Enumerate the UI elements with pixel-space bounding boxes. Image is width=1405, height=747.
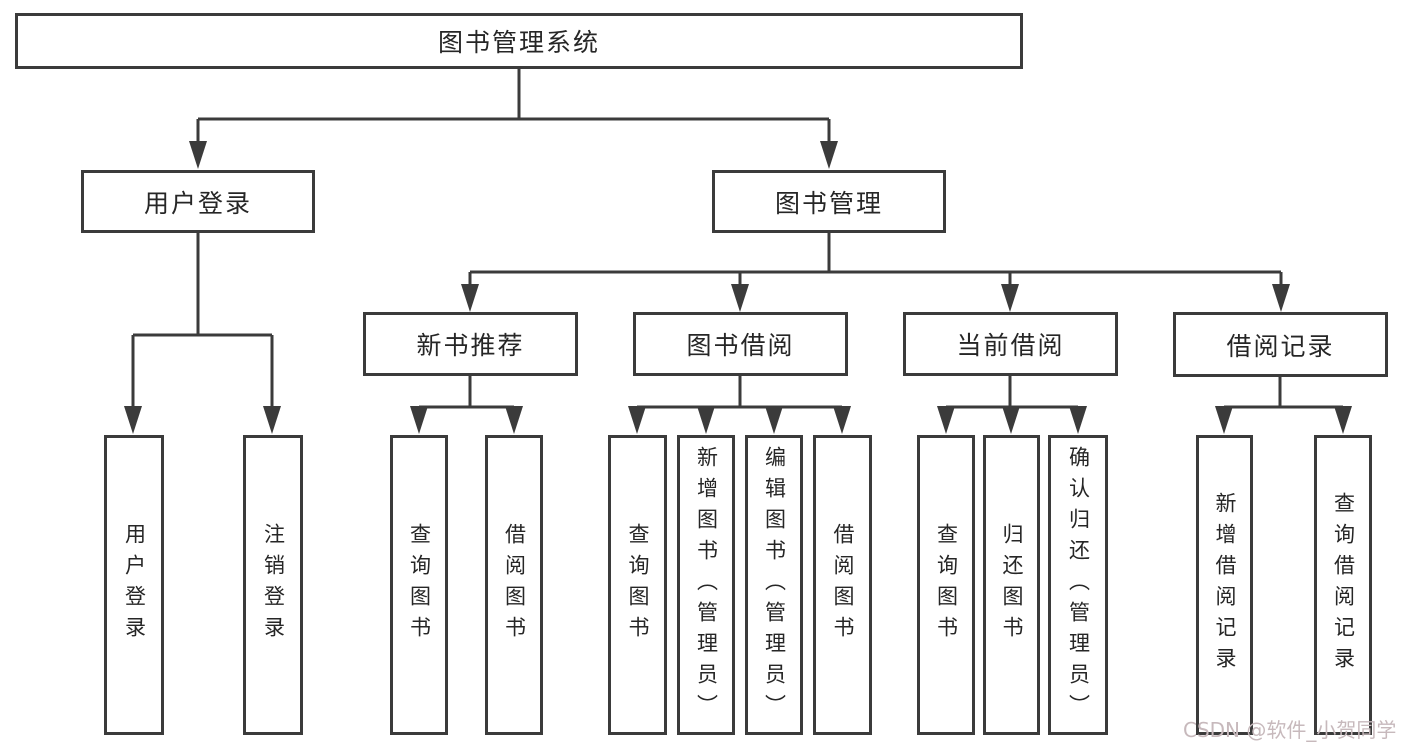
node-borrow-record: 借阅记录 [1173, 312, 1388, 377]
node-current-borrow: 当前借阅 [903, 312, 1118, 376]
arrowhead-down-icon [697, 406, 715, 434]
leaf-query-book-2: 查询图书 [608, 435, 667, 735]
leaf-user-login: 用户登录 [104, 435, 164, 735]
leaf-edit-book-admin: 编辑图书（管理员） [745, 435, 803, 735]
leaf-query-borrow-record: 查询借阅记录 [1314, 435, 1372, 735]
arrowhead-down-icon [1002, 406, 1020, 434]
leaf-borrow-book-1: 借阅图书 [485, 435, 543, 735]
arrowhead-down-icon [505, 406, 523, 434]
arrowhead-down-icon [1069, 406, 1087, 434]
arrowhead-down-icon [628, 406, 646, 434]
node-book-borrow: 图书借阅 [633, 312, 848, 376]
arrowhead-down-icon [1001, 284, 1019, 312]
arrowhead-down-icon [263, 406, 281, 434]
leaf-return-book: 归还图书 [983, 435, 1040, 735]
arrowhead-down-icon [124, 406, 142, 434]
arrowhead-down-icon [1334, 406, 1352, 434]
arrowhead-down-icon [833, 406, 851, 434]
csdn-watermark: CSDN @软件_小贺同学 [1183, 718, 1397, 742]
leaf-add-borrow-record: 新增借阅记录 [1196, 435, 1253, 735]
leaf-confirm-return-admin: 确认归还（管理员） [1048, 435, 1108, 735]
arrowhead-down-icon [937, 406, 955, 434]
node-new-book-recommend: 新书推荐 [363, 312, 578, 376]
arrowhead-down-icon [731, 284, 749, 312]
arrowhead-down-icon [1272, 284, 1290, 312]
leaf-borrow-book-2: 借阅图书 [813, 435, 872, 735]
leaf-logout: 注销登录 [243, 435, 303, 735]
leaf-query-book-1: 查询图书 [390, 435, 448, 735]
arrowhead-down-icons [124, 141, 1352, 434]
arrowhead-down-icon [189, 141, 207, 169]
leaf-query-book-3: 查询图书 [917, 435, 975, 735]
arrowhead-down-icon [410, 406, 428, 434]
node-user-login: 用户登录 [81, 170, 315, 233]
connector-paths [131, 68, 1345, 414]
arrowhead-down-icon [1215, 406, 1233, 434]
arrowhead-down-icon [765, 406, 783, 434]
leaf-add-book-admin: 新增图书（管理员） [677, 435, 735, 735]
node-root: 图书管理系统 [15, 13, 1023, 69]
node-book-management: 图书管理 [712, 170, 946, 233]
arrowhead-down-icon [461, 284, 479, 312]
arrowhead-down-icon [820, 141, 838, 169]
